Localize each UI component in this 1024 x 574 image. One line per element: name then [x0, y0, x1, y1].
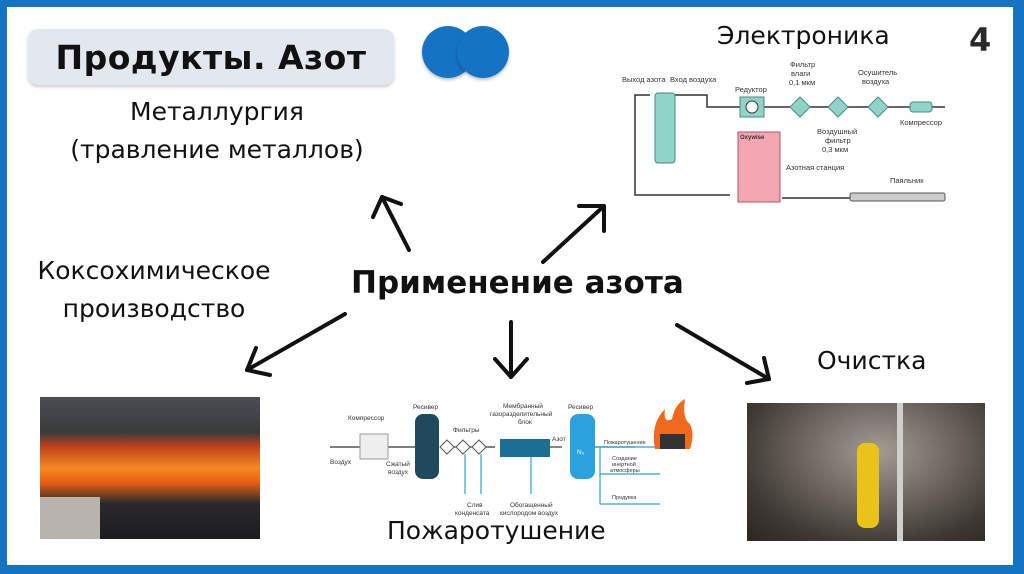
- text-fd-filters: Фильтры: [453, 427, 480, 434]
- nitrogen-station-icon: [737, 131, 781, 203]
- page-number: 4: [969, 21, 992, 59]
- text-mf3: 0,1 мкм: [789, 78, 815, 87]
- text-dryer1: Осушитель: [858, 68, 897, 77]
- text-fd-membrane3: блок: [518, 418, 532, 426]
- text-fd-cond2: конденсата: [455, 510, 490, 517]
- text-fd-air: Воздух: [330, 459, 352, 466]
- text-fd-membrane2: газоразделительный: [490, 410, 553, 418]
- receiver-light: [570, 414, 595, 479]
- slide-title: Продукты. Азот: [55, 37, 367, 77]
- label-metallurgy-line2: (травление металлов): [70, 135, 364, 164]
- text-af3: 0,3 мкм: [822, 145, 848, 154]
- slide: Продукты. Азот 4 Металлургия (травление …: [7, 7, 1013, 565]
- oxygen-cylinder: [654, 92, 676, 164]
- label-coke-line1: Коксохимическое: [37, 256, 271, 285]
- text-fd-ca2: воздух: [388, 469, 409, 476]
- arrow-to-electronics: [541, 204, 606, 264]
- ground: [40, 497, 100, 539]
- text-af1: Воздушный: [817, 127, 857, 136]
- moisture-filter-icon: [789, 96, 811, 118]
- compressor-unit: [359, 433, 389, 460]
- text-station: Азотная станция: [786, 163, 844, 172]
- text-fd-ca1: Сжатый: [386, 460, 410, 468]
- text-fd-purge: Продувка: [612, 495, 637, 501]
- text-nitrogen-out: Выход азота: [622, 75, 666, 84]
- text-fd-inert1: Создание: [612, 456, 637, 462]
- text-fd-receiver2: Ресивер: [568, 404, 594, 411]
- text-fd-inert3: атмосферы: [610, 468, 640, 474]
- coke-oven-image: [40, 397, 260, 539]
- electronics-diagram: Выход азота Вход воздуха Редуктор Фильтр…: [622, 60, 946, 203]
- text-fd-inert2: инертной: [612, 461, 636, 468]
- air-dryer-icon: [867, 96, 889, 118]
- arrow-to-cleaning: [675, 323, 771, 385]
- air-filter-icon: [827, 96, 849, 118]
- text-soldering: Паяльник: [890, 176, 924, 185]
- arrow-to-firefighting: [493, 320, 529, 379]
- text-fd-membrane1: Мембранный: [503, 402, 543, 410]
- arrow-to-coke: [245, 312, 347, 377]
- firefighting-diagram: Компрессор Ресивер Фильтры Мембранный га…: [330, 399, 693, 517]
- text-af2: фильтр: [825, 136, 851, 145]
- text-fd-cond1: Слив: [467, 502, 483, 509]
- label-coke: Коксохимическое производство: [19, 252, 289, 328]
- membrane-block: [500, 439, 550, 457]
- label-firefighting: Пожаротушение: [387, 516, 606, 545]
- text-station-brand: Oxywise: [740, 135, 765, 141]
- worker-yellow-suit: [857, 443, 879, 528]
- text-fd-receiver1: Ресивер: [413, 404, 439, 411]
- text-dryer2: воздуха: [862, 77, 890, 86]
- label-coke-line2: производство: [62, 294, 246, 323]
- text-fd-enriched2: кислородом воздух: [500, 510, 559, 517]
- logo-circle-right: [457, 26, 509, 78]
- text-fd-nitrogen: Азот: [552, 436, 566, 443]
- text-fd-enriched1: Обогащенный: [510, 501, 553, 509]
- compressor-icon: [909, 101, 933, 113]
- center-label: Применение азота: [351, 265, 684, 301]
- text-compressor: Компрессор: [900, 118, 942, 127]
- label-metallurgy: Металлургия (травление металлов): [57, 93, 377, 169]
- text-fd-out-fire: Пожаротушение: [604, 440, 646, 446]
- title-pill: Продукты. Азот: [28, 29, 394, 85]
- soldering-iron-icon: [849, 192, 946, 202]
- receiver-dark: [415, 414, 439, 479]
- text-fd-n2: N₂: [577, 449, 585, 456]
- label-electronics: Электроника: [717, 21, 890, 50]
- text-reducer: Редуктор: [735, 85, 767, 94]
- text-mf1: Фильтр: [790, 60, 815, 69]
- text-air-in: Вход воздуха: [670, 75, 717, 84]
- text-fd-compressor: Компрессор: [348, 415, 385, 422]
- label-metallurgy-line1: Металлургия: [130, 97, 304, 126]
- label-cleaning: Очистка: [817, 346, 927, 375]
- arrow-to-metallurgy: [371, 195, 411, 252]
- arrows: [245, 195, 771, 385]
- fire-factory-icon: [653, 399, 693, 449]
- text-mf2: влаги: [791, 69, 810, 78]
- pipe: [897, 403, 903, 541]
- tank-cleaning-image: [747, 403, 985, 541]
